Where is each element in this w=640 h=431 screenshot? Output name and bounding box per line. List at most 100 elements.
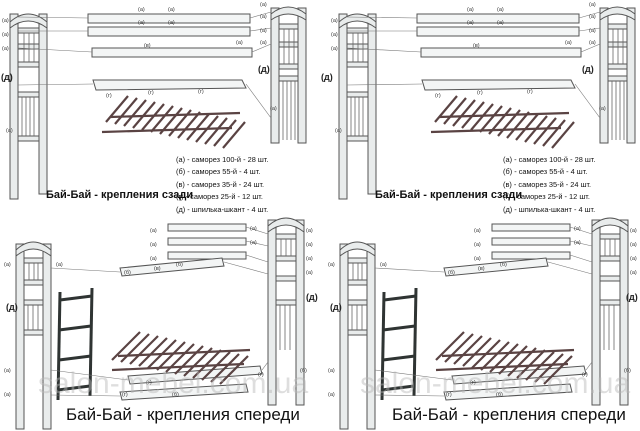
svg-text:(а): (а) [2, 46, 9, 52]
svg-text:(а): (а) [380, 262, 387, 268]
svg-text:(а): (а) [236, 40, 243, 46]
svg-text:(а): (а) [574, 226, 581, 232]
svg-text:(б) - саморез 55-й - 4 шт.: (б) - саморез 55-й - 4 шт. [503, 167, 587, 176]
svg-text:(а) - саморез 100-й - 28 шт.: (а) - саморез 100-й - 28 шт. [503, 155, 595, 164]
fastener-labels: (а) (а) (а) (а) (а) (а) (а) (а) (в) (а) … [1, 2, 277, 134]
svg-text:(а): (а) [565, 40, 572, 46]
svg-text:(а): (а) [138, 20, 145, 26]
svg-text:(д): (д) [330, 302, 342, 312]
svg-text:(а): (а) [250, 240, 257, 246]
svg-text:(а): (а) [497, 7, 504, 13]
svg-text:(а): (а) [260, 2, 267, 8]
svg-text:(а): (а) [6, 128, 13, 134]
svg-text:(а): (а) [630, 270, 637, 276]
svg-text:(б): (б) [448, 270, 455, 276]
svg-text:(а): (а) [138, 7, 145, 13]
svg-text:(а): (а) [260, 14, 267, 20]
svg-text:(д): (д) [6, 302, 18, 312]
panel-front-right: (а) (а) (а) (а) (б) (в) (б) (а) (а) (а) … [328, 216, 638, 431]
svg-text:(а): (а) [4, 368, 11, 374]
panel-back-left: (а) (а) (а) (а) (а) (а) (а) (а) (в) (а) … [1, 2, 308, 214]
svg-text:(а): (а) [497, 20, 504, 26]
watermark: salon-mebel.com.ua [360, 367, 630, 400]
svg-text:(а): (а) [630, 228, 637, 234]
svg-text:(а): (а) [589, 28, 596, 34]
svg-text:(г): (г) [477, 90, 483, 96]
svg-text:(г): (г) [148, 90, 154, 96]
svg-text:(а): (а) [474, 228, 481, 234]
svg-text:(а): (а) [467, 20, 474, 26]
svg-text:(а): (а) [331, 18, 338, 24]
svg-text:(а): (а) [589, 2, 596, 8]
svg-text:(а): (а) [474, 242, 481, 248]
svg-text:(б): (б) [300, 368, 307, 374]
svg-text:(д) - шпилька-шкант - 4 шт.: (д) - шпилька-шкант - 4 шт. [176, 205, 268, 214]
svg-text:(а): (а) [467, 7, 474, 13]
svg-text:(а): (а) [56, 262, 63, 268]
svg-text:(а): (а) [335, 128, 342, 134]
svg-text:(г): (г) [258, 372, 264, 378]
svg-text:(б) - саморез 55-й - 4 шт.: (б) - саморез 55-й - 4 шт. [176, 167, 260, 176]
svg-text:(а): (а) [270, 106, 277, 112]
svg-text:(а): (а) [599, 106, 606, 112]
svg-text:(а): (а) [150, 242, 157, 248]
svg-text:(а): (а) [574, 240, 581, 246]
svg-text:(д): (д) [321, 72, 333, 82]
svg-text:(а): (а) [168, 7, 175, 13]
svg-text:(а): (а) [474, 256, 481, 262]
svg-text:(а): (а) [306, 242, 313, 248]
panel-front-left: (а) (а) (а) (а) (б) (в) (б) (а) (а) (а) … [4, 216, 318, 431]
svg-text:(г): (г) [527, 89, 533, 95]
panel-title: Бай-Бай - крепления сзади [46, 189, 193, 201]
svg-text:(г): (г) [470, 380, 476, 386]
svg-text:(а): (а) [306, 228, 313, 234]
svg-text:(в) - саморез 35-й - 24 шт.: (в) - саморез 35-й - 24 шт. [176, 180, 264, 189]
fastener-labels: (а) (а) (а) (а) (б) (в) (б) (а) (а) (а) … [328, 226, 638, 398]
svg-text:(а): (а) [4, 392, 11, 398]
svg-text:(а): (а) [150, 228, 157, 234]
svg-text:(а): (а) [328, 262, 335, 268]
svg-text:(в): (в) [473, 43, 480, 49]
svg-text:(а): (а) [260, 40, 267, 46]
fastener-labels: (а) (а) (а) (а) (а) (а) (а) (а) (в) (а) … [321, 2, 606, 134]
svg-text:(г) - саморез 25-й - 12 шт.: (г) - саморез 25-й - 12 шт. [176, 192, 263, 201]
svg-text:(а): (а) [589, 40, 596, 46]
svg-text:(а): (а) [630, 242, 637, 248]
svg-text:(б): (б) [124, 270, 131, 276]
legend: (а) - саморез 100-й - 28 шт. (б) - самор… [503, 155, 595, 214]
svg-text:(а): (а) [328, 368, 335, 374]
svg-text:(г): (г) [582, 372, 588, 378]
panel-back-right: (а) (а) (а) (а) (а) (а) (а) (а) (в) (а) … [321, 2, 637, 214]
svg-text:(а): (а) [331, 32, 338, 38]
svg-text:(д): (д) [306, 292, 318, 302]
svg-text:(д): (д) [1, 72, 13, 82]
watermark: salon-mebel.com.ua [38, 367, 308, 400]
svg-text:(а): (а) [306, 256, 313, 262]
svg-text:(б): (б) [496, 392, 503, 398]
svg-text:(а) - саморез 100-й - 28 шт.: (а) - саморез 100-й - 28 шт. [176, 155, 268, 164]
panel-title: Бай-Бай - крепления спереди [66, 405, 300, 424]
panel-title: Бай-Бай - крепления сзади [375, 189, 522, 201]
svg-text:(г): (г) [435, 93, 441, 99]
svg-text:(в): (в) [144, 43, 151, 49]
svg-text:(а): (а) [2, 32, 9, 38]
svg-text:(г): (г) [198, 89, 204, 95]
svg-text:(а): (а) [306, 270, 313, 276]
svg-text:(д): (д) [582, 64, 594, 74]
svg-text:(а): (а) [260, 28, 267, 34]
svg-text:(б): (б) [172, 392, 179, 398]
fastener-labels: (а) (а) (а) (а) (б) (в) (б) (а) (а) (а) … [4, 226, 318, 398]
svg-text:(б): (б) [500, 262, 507, 268]
panel-title: Бай-Бай - крепления спереди [392, 405, 626, 424]
svg-text:(а): (а) [328, 392, 335, 398]
svg-text:(г): (г) [122, 392, 128, 398]
svg-text:(г): (г) [446, 392, 452, 398]
svg-text:(б): (б) [176, 262, 183, 268]
svg-text:(б): (б) [624, 368, 631, 374]
svg-text:(а): (а) [250, 226, 257, 232]
svg-text:(а): (а) [331, 46, 338, 52]
svg-text:(д) - шпилька-шкант - 4 шт.: (д) - шпилька-шкант - 4 шт. [503, 205, 595, 214]
svg-text:(а): (а) [168, 20, 175, 26]
svg-text:(а): (а) [2, 18, 9, 24]
svg-text:(а): (а) [150, 256, 157, 262]
